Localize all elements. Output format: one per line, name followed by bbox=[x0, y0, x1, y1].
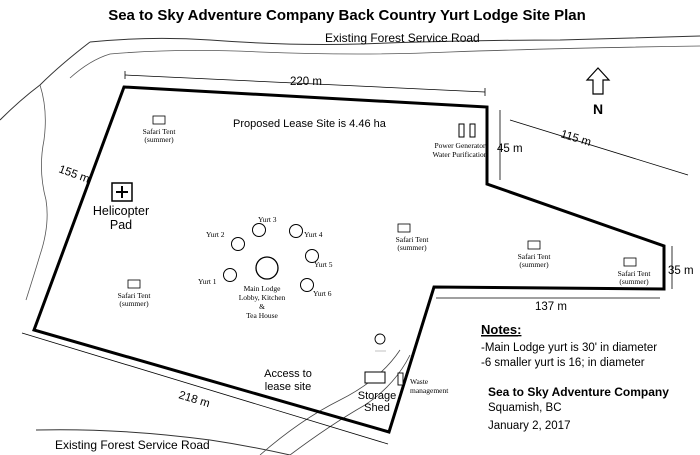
yurt-label: Yurt 5 bbox=[314, 260, 333, 269]
svg-text:(summer): (summer) bbox=[144, 135, 174, 144]
lease-boundary bbox=[32, 85, 666, 434]
top-road-edge bbox=[69, 45, 700, 79]
helicopter-label-2: Pad bbox=[110, 218, 132, 232]
yurt-3-icon bbox=[252, 223, 266, 237]
main-lodge-label-3: & bbox=[259, 302, 265, 311]
svg-text:Safari Tent: Safari Tent bbox=[143, 127, 177, 136]
main-lodge-icon bbox=[255, 256, 279, 280]
top-road-label: Existing Forest Service Road bbox=[325, 31, 480, 45]
svg-text:(summer): (summer) bbox=[397, 243, 427, 252]
access-label-2: lease site bbox=[265, 381, 311, 393]
svg-text:(summer): (summer) bbox=[519, 260, 549, 269]
bottom-road-label: Existing Forest Service Road bbox=[55, 438, 210, 452]
power-label-1: Power Generator bbox=[434, 141, 486, 150]
safari-tent: Safari Tent (summer) bbox=[396, 223, 430, 252]
bottom-access-road bbox=[259, 349, 401, 455]
bottom-road-line bbox=[35, 429, 291, 455]
main-lodge-label-1: Main Lodge bbox=[244, 284, 282, 293]
notes-line-1: -Main Lodge yurt is 30' in diameter bbox=[481, 342, 657, 354]
yurt-label: Yurt 4 bbox=[304, 230, 323, 239]
dimension-top: 220 m bbox=[290, 76, 322, 88]
top-road-left-edge bbox=[0, 41, 91, 121]
storage-label-2: Shed bbox=[364, 402, 390, 414]
safari-tent: Safari Tent (summer) bbox=[143, 115, 177, 144]
helicopter-pad-icon bbox=[111, 182, 133, 202]
waste-label-1: Waste bbox=[410, 377, 429, 386]
company-city: Squamish, BC bbox=[488, 402, 562, 414]
north-label: N bbox=[593, 101, 603, 117]
forest-edge-left bbox=[25, 84, 48, 301]
well-icon bbox=[374, 333, 386, 352]
notes-heading: Notes: bbox=[481, 322, 521, 337]
yurt-label: Yurt 1 bbox=[198, 277, 217, 286]
dimension-bottom-left: 218 m bbox=[177, 389, 211, 410]
north-arrow-icon bbox=[585, 67, 611, 95]
dimension-bottom-right: 137 m bbox=[535, 301, 567, 313]
svg-text:Safari Tent: Safari Tent bbox=[518, 252, 552, 261]
notes-line-2: -6 smaller yurt is 16; in diameter bbox=[481, 357, 645, 369]
company-date: January 2, 2017 bbox=[488, 420, 570, 432]
power-label-2: Water Purification bbox=[432, 150, 487, 159]
svg-text:(summer): (summer) bbox=[119, 299, 149, 308]
yurt-circles bbox=[223, 223, 319, 292]
svg-text:Safari Tent: Safari Tent bbox=[118, 291, 152, 300]
dimension-notch-right: 45 m bbox=[497, 143, 523, 155]
dimension-lines bbox=[21, 71, 689, 445]
yurt-label: Yurt 6 bbox=[313, 289, 332, 298]
main-lodge-label-2: Lobby, Kitchen bbox=[239, 293, 286, 302]
lease-area-label: Proposed Lease Site is 4.46 ha bbox=[233, 118, 387, 130]
svg-text:Safari Tent: Safari Tent bbox=[618, 269, 652, 278]
page-title: Sea to Sky Adventure Company Back Countr… bbox=[108, 7, 586, 24]
power-generator-icon bbox=[458, 123, 476, 138]
svg-text:(summer): (summer) bbox=[619, 277, 649, 286]
company-name: Sea to Sky Adventure Company bbox=[488, 385, 669, 399]
waste-label-2: management bbox=[410, 386, 449, 395]
yurt-1-icon bbox=[223, 268, 237, 282]
storage-shed-icon bbox=[364, 371, 386, 384]
yurt-label: Yurt 3 bbox=[258, 215, 277, 224]
main-lodge-label-4: Tea House bbox=[246, 311, 278, 320]
safari-tent: Safari Tent (summer) bbox=[518, 240, 552, 269]
yurt-6-icon bbox=[300, 278, 314, 292]
dimension-notch-top: 115 m bbox=[559, 128, 592, 149]
yurt-label: Yurt 2 bbox=[206, 230, 225, 239]
top-road-line bbox=[89, 35, 700, 45]
safari-tent: Safari Tent (summer) bbox=[118, 279, 152, 308]
yurt-5-icon bbox=[305, 249, 319, 263]
safari-tent: Safari Tent (summer) bbox=[618, 257, 652, 286]
dimension-left: 155 m bbox=[57, 164, 91, 186]
helicopter-label-1: Helicopter bbox=[93, 204, 149, 218]
waste-bin-icon bbox=[397, 372, 404, 386]
storage-label-1: Storage bbox=[358, 390, 397, 402]
dimension-right: 35 m bbox=[668, 265, 694, 277]
yurt-2-icon bbox=[231, 237, 245, 251]
svg-text:Safari Tent: Safari Tent bbox=[396, 235, 430, 244]
access-label-1: Access to bbox=[264, 368, 312, 380]
yurt-4-icon bbox=[289, 224, 303, 238]
